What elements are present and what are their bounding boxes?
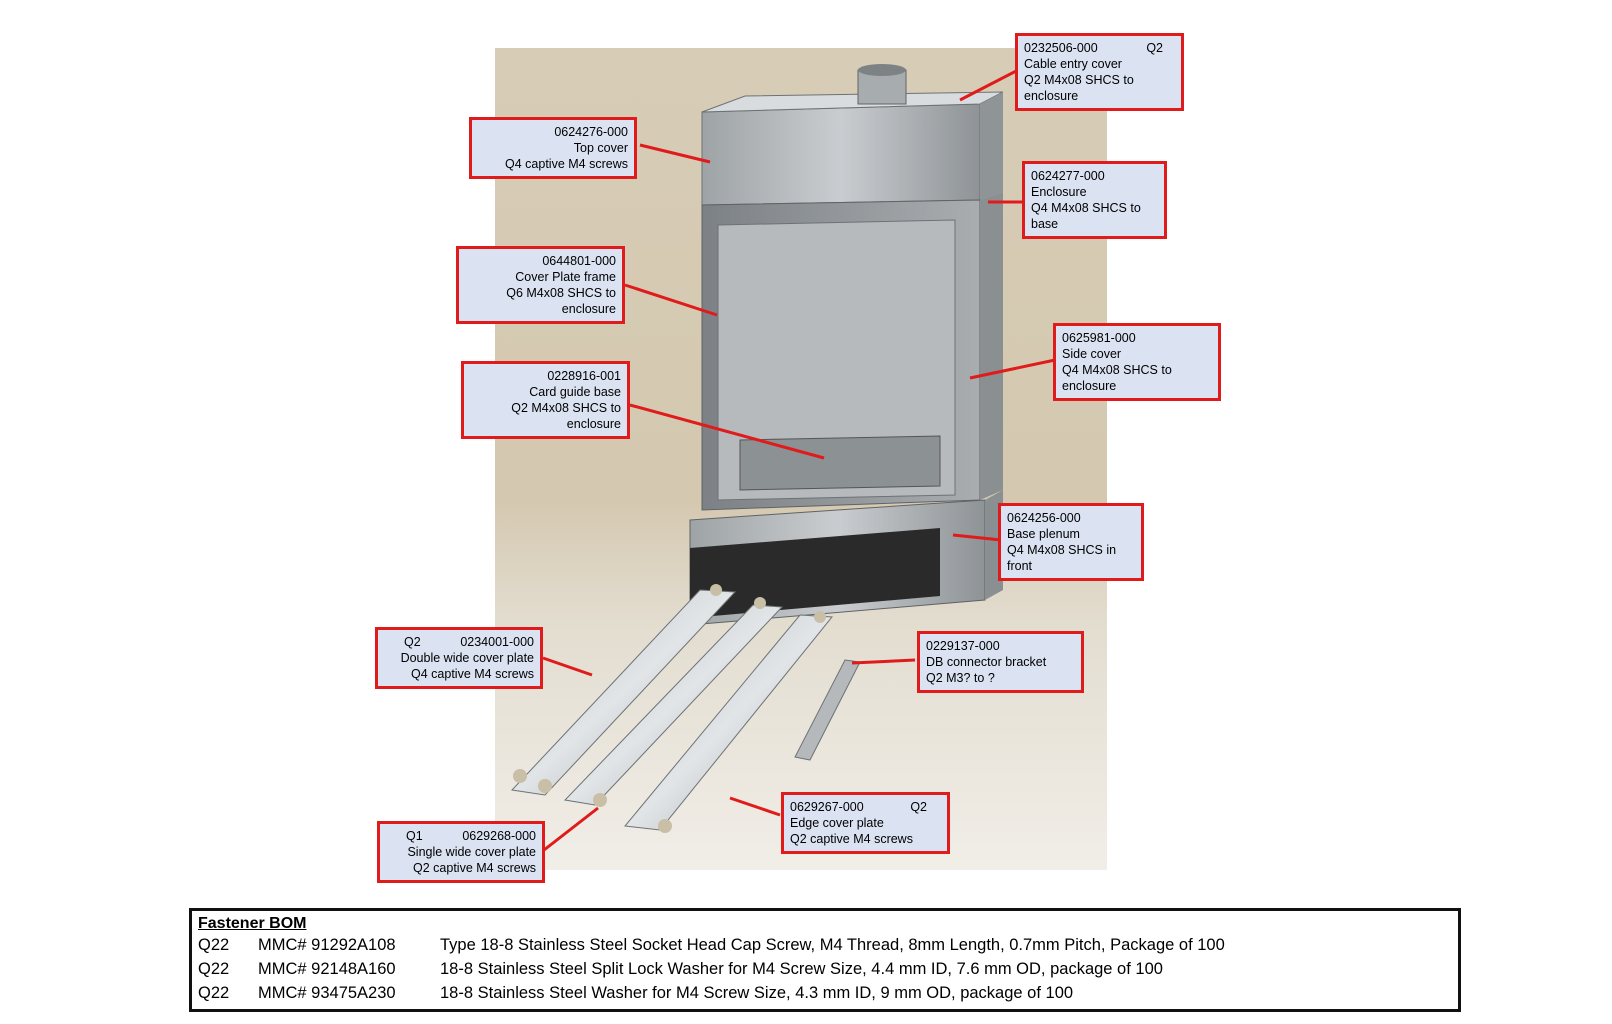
part-number: 0629267-000 [790, 800, 864, 814]
part-number: 0234001-000 [460, 635, 534, 649]
part-fastener-target: base [1031, 217, 1059, 231]
bom-description: 18-8 Stainless Steel Split Lock Washer f… [440, 960, 1163, 978]
part-number: 0232506-000 [1024, 41, 1098, 55]
bom-quantity: Q22 [198, 936, 230, 954]
part-number: 0228916-001 [547, 369, 621, 383]
callout-card-guide-base: 0228916-001 Card guide base Q2 M4x08 SHC… [461, 361, 630, 439]
leader-lines [542, 68, 1056, 852]
part-name: Cable entry cover [1024, 57, 1122, 71]
part-name: Double wide cover plate [400, 651, 534, 665]
part-fastener-target: enclosure [566, 417, 621, 431]
part-fastener: Q4 captive M4 screws [411, 667, 534, 681]
part-fastener-target: enclosure [561, 302, 616, 316]
fastener-bom-table: Fastener BOM Q22 MMC# 91292A108 Type 18-… [189, 908, 1461, 1012]
leader-single-wide-plate [543, 806, 599, 852]
part-number: 0625981-000 [1062, 331, 1136, 345]
callout-base-plenum: 0624256-000 Base plenum Q4 M4x08 SHCS in… [998, 503, 1144, 581]
part-fastener: Q2 captive M4 screws [413, 861, 536, 875]
part-fastener: Q4 M4x08 SHCS to [1031, 201, 1141, 215]
part-fastener: Q6 M4x08 SHCS to [506, 286, 616, 300]
part-name: Base plenum [1007, 527, 1080, 541]
part-number: 0624277-000 [1031, 169, 1105, 183]
part-number: 0629268-000 [462, 829, 536, 843]
callout-side-cover: 0625981-000 Side cover Q4 M4x08 SHCS to … [1053, 323, 1221, 401]
part-number: 0644801-000 [542, 254, 616, 268]
part-name: Side cover [1062, 347, 1122, 361]
bom-part-number: MMC# 91292A108 [258, 936, 396, 954]
callout-double-wide-cover-plate: Q2 0234001-000 Double wide cover plate Q4… [375, 627, 543, 689]
part-name: Card guide base [529, 385, 621, 399]
part-name: Enclosure [1031, 185, 1087, 199]
leader-top-cover [639, 143, 711, 164]
leader-cable-entry-cover [959, 68, 1019, 102]
part-quantity: Q1 [406, 829, 423, 843]
part-fastener: Q2 M4x08 SHCS to [511, 401, 621, 415]
part-name: Single wide cover plate [407, 845, 536, 859]
part-fastener-target: front [1007, 559, 1033, 573]
part-name: Edge cover plate [790, 816, 884, 830]
cover-plates-shape [510, 584, 861, 833]
leader-double-wide-plate [542, 656, 593, 677]
part-quantity: Q2 [1146, 41, 1163, 55]
bom-row: Q22 MMC# 93475A230 18-8 Stainless Steel … [198, 981, 1450, 1005]
bom-title: Fastener BOM [198, 915, 307, 932]
part-number: 0624256-000 [1007, 511, 1081, 525]
leader-card-guide-base [629, 403, 825, 460]
part-fastener: Q4 M4x08 SHCS in [1007, 543, 1117, 557]
enclosure-body-shape [701, 192, 1003, 511]
part-number: 0229137-000 [926, 639, 1000, 653]
part-fastener: Q2 M3? to ? [926, 671, 995, 685]
bom-description: Type 18-8 Stainless Steel Socket Head Ca… [440, 936, 1225, 954]
part-fastener: Q2 M4x08 SHCS to [1024, 73, 1134, 87]
part-fastener-target: enclosure [1062, 379, 1117, 393]
leader-cover-plate-frame [624, 283, 718, 317]
leader-edge-cover-plate [729, 796, 781, 817]
leader-base-plenum [952, 533, 1002, 542]
base-plenum-shape [689, 490, 1003, 626]
part-name: DB connector bracket [926, 655, 1047, 669]
part-fastener: Q4 M4x08 SHCS to [1062, 363, 1172, 377]
part-name: Top cover [573, 141, 628, 155]
part-quantity: Q2 [404, 635, 421, 649]
callout-single-wide-cover-plate: Q1 0629268-000 Single wide cover plate Q2… [377, 821, 545, 883]
bom-part-number: MMC# 93475A230 [258, 984, 396, 1002]
bom-description: 18-8 Stainless Steel Washer for M4 Screw… [440, 984, 1074, 1002]
bom-quantity: Q22 [198, 984, 230, 1002]
part-name: Cover Plate frame [515, 270, 616, 284]
callout-top-cover: 0624276-000 Top cover Q4 captive M4 scre… [469, 117, 637, 179]
callout-enclosure: 0624277-000 Enclosure Q4 M4x08 SHCS to b… [1022, 161, 1167, 239]
callout-cover-plate-frame: 0644801-000 Cover Plate frame Q6 M4x08 S… [456, 246, 625, 324]
bom-row: Q22 MMC# 91292A108 Type 18-8 Stainless S… [198, 933, 1450, 957]
part-fastener: Q4 captive M4 screws [505, 157, 628, 171]
bom-row: Q22 MMC# 92148A160 18-8 Stainless Steel … [198, 957, 1450, 981]
part-number: 0624276-000 [554, 125, 628, 139]
bom-part-number: MMC# 92148A160 [258, 960, 396, 978]
part-fastener: Q2 captive M4 screws [790, 832, 913, 846]
callout-db-connector-bracket: 0229137-000 DB connector bracket Q2 M3? … [917, 631, 1084, 693]
leader-side-cover [969, 358, 1056, 380]
part-fastener-target: enclosure [1024, 89, 1079, 103]
part-quantity: Q2 [910, 800, 927, 814]
leader-db-connector-bracket [851, 658, 916, 665]
top-cover-shape [701, 64, 1004, 206]
bom-quantity: Q22 [198, 960, 230, 978]
callout-cable-entry-cover: 0232506-000 Q2 Cable entry cover Q2 M4x08… [1015, 33, 1184, 111]
callout-edge-cover-plate: 0629267-000 Q2 Edge cover plate Q2 captiv… [781, 792, 950, 854]
